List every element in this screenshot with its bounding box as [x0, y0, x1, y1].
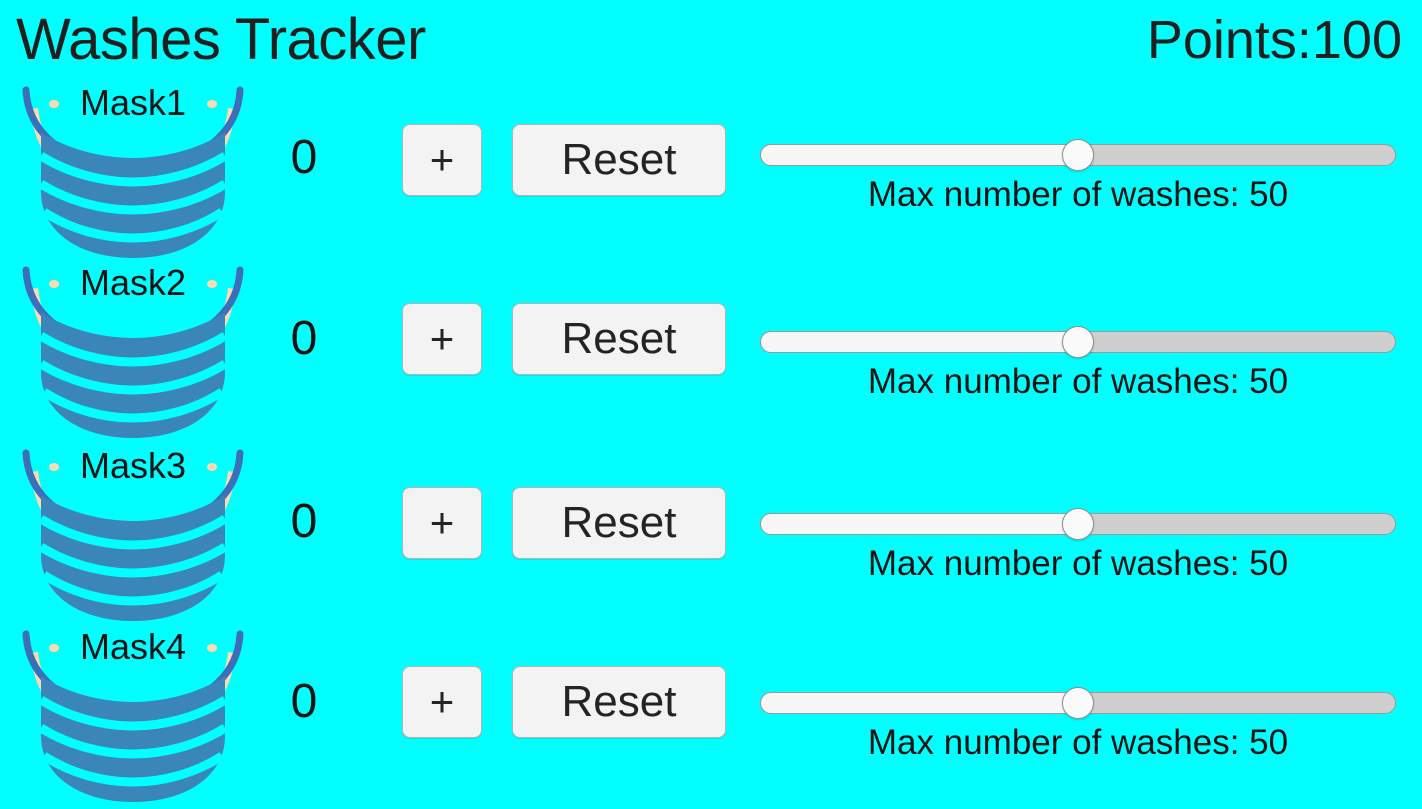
reset-button[interactable]: Reset — [512, 487, 726, 559]
max-washes-caption: Max number of washes: 50 — [867, 723, 1289, 762]
mask-icon-cell[interactable]: Mask2 — [8, 260, 258, 440]
mask-row-3: Mask3 0 + Reset Max number of washes: 50 — [0, 445, 1422, 628]
mask-icon-cell[interactable]: Mask4 — [8, 624, 258, 804]
increment-button[interactable]: + — [402, 303, 482, 375]
slider-track-fill — [760, 144, 1078, 166]
max-washes-slider-group: Max number of washes: 50 — [760, 326, 1396, 401]
slider-thumb[interactable] — [1062, 326, 1094, 358]
slider-track-fill — [760, 331, 1078, 353]
wash-count-value: 0 — [290, 495, 318, 548]
max-washes-slider[interactable] — [760, 687, 1396, 719]
face-mask-icon — [22, 86, 244, 258]
reset-button[interactable]: Reset — [512, 666, 726, 738]
wash-count-value: 0 — [290, 675, 318, 728]
max-washes-slider[interactable] — [760, 139, 1396, 171]
slider-thumb[interactable] — [1062, 139, 1094, 171]
reset-button[interactable]: Reset — [512, 303, 726, 375]
max-washes-caption: Max number of washes: 50 — [867, 362, 1289, 401]
wash-count-value: 0 — [290, 312, 318, 365]
reset-button[interactable]: Reset — [512, 124, 726, 196]
slider-track-fill — [760, 513, 1078, 535]
max-washes-slider-group: Max number of washes: 50 — [760, 508, 1396, 583]
wash-count-value: 0 — [290, 131, 318, 184]
max-washes-slider[interactable] — [760, 326, 1396, 358]
slider-thumb[interactable] — [1062, 687, 1094, 719]
increment-button[interactable]: + — [402, 124, 482, 196]
mask-row-4: Mask4 0 + Reset Max number of washes: 50 — [0, 626, 1422, 809]
face-mask-icon — [22, 630, 244, 802]
max-washes-slider[interactable] — [760, 508, 1396, 540]
mask-icon-cell[interactable]: Mask1 — [8, 80, 258, 260]
face-mask-icon — [22, 266, 244, 438]
face-mask-icon — [22, 449, 244, 621]
mask-row-2: Mask2 0 + Reset Max number of washes: 50 — [0, 262, 1422, 445]
slider-track-fill — [760, 692, 1078, 714]
max-washes-caption: Max number of washes: 50 — [867, 175, 1289, 214]
app-header: Washes Tracker Points:100 — [0, 0, 1422, 78]
points-display: Points:100 — [1146, 10, 1402, 70]
increment-button[interactable]: + — [402, 666, 482, 738]
increment-button[interactable]: + — [402, 487, 482, 559]
max-washes-slider-group: Max number of washes: 50 — [760, 139, 1396, 214]
mask-icon-cell[interactable]: Mask3 — [8, 443, 258, 623]
mask-row-1: Mask1 0 + Reset Max number of washes: 50 — [0, 82, 1422, 265]
page-title: Washes Tracker — [16, 7, 426, 72]
max-washes-caption: Max number of washes: 50 — [867, 544, 1289, 583]
slider-thumb[interactable] — [1062, 508, 1094, 540]
max-washes-slider-group: Max number of washes: 50 — [760, 687, 1396, 762]
